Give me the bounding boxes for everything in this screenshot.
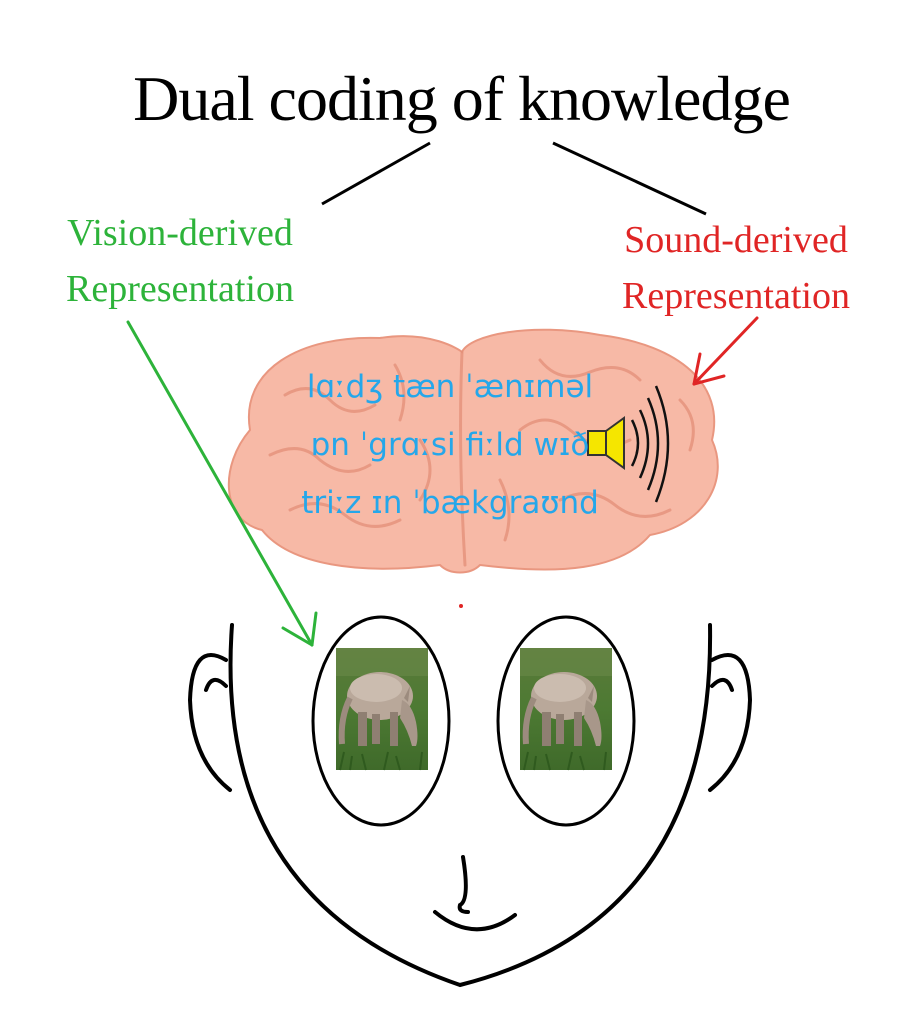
sound-label-line1: Sound-derived bbox=[624, 219, 848, 261]
mouth bbox=[433, 910, 517, 932]
right-eye bbox=[496, 615, 636, 827]
title-connector-right bbox=[552, 141, 707, 216]
sound-derived-label: Sound-derived Representation bbox=[586, 212, 886, 324]
face-outline bbox=[187, 623, 753, 988]
speaker-icon bbox=[587, 385, 670, 503]
phonetic-transcription: lɑːdʒ tæn ˈænɪməl ɒn ˈgrɑːsi fiːld wɪð t… bbox=[230, 358, 670, 532]
vision-derived-label: Vision-derived Representation bbox=[30, 205, 330, 317]
phonetic-line3: triːz ɪn ˈbækgraʊnd bbox=[301, 485, 599, 521]
vision-label-line2: Representation bbox=[66, 268, 294, 310]
vision-label-line1: Vision-derived bbox=[67, 212, 293, 254]
aardvark-photo-right bbox=[520, 648, 612, 770]
phonetic-line1: lɑːdʒ tæn ˈænɪməl bbox=[306, 369, 594, 405]
phonetic-line2: ɒn ˈgrɑːsi fiːld wɪð bbox=[310, 427, 590, 463]
red-dot bbox=[459, 604, 463, 608]
vision-arrow bbox=[126, 320, 318, 647]
sound-label-line2: Representation bbox=[622, 275, 850, 317]
sound-arrow bbox=[692, 316, 759, 386]
aardvark-photo-left bbox=[336, 648, 428, 770]
title-connector-left bbox=[321, 141, 431, 206]
diagram-title: Dual coding of knowledge bbox=[133, 63, 791, 134]
left-eye bbox=[311, 615, 451, 827]
nose bbox=[457, 855, 470, 914]
